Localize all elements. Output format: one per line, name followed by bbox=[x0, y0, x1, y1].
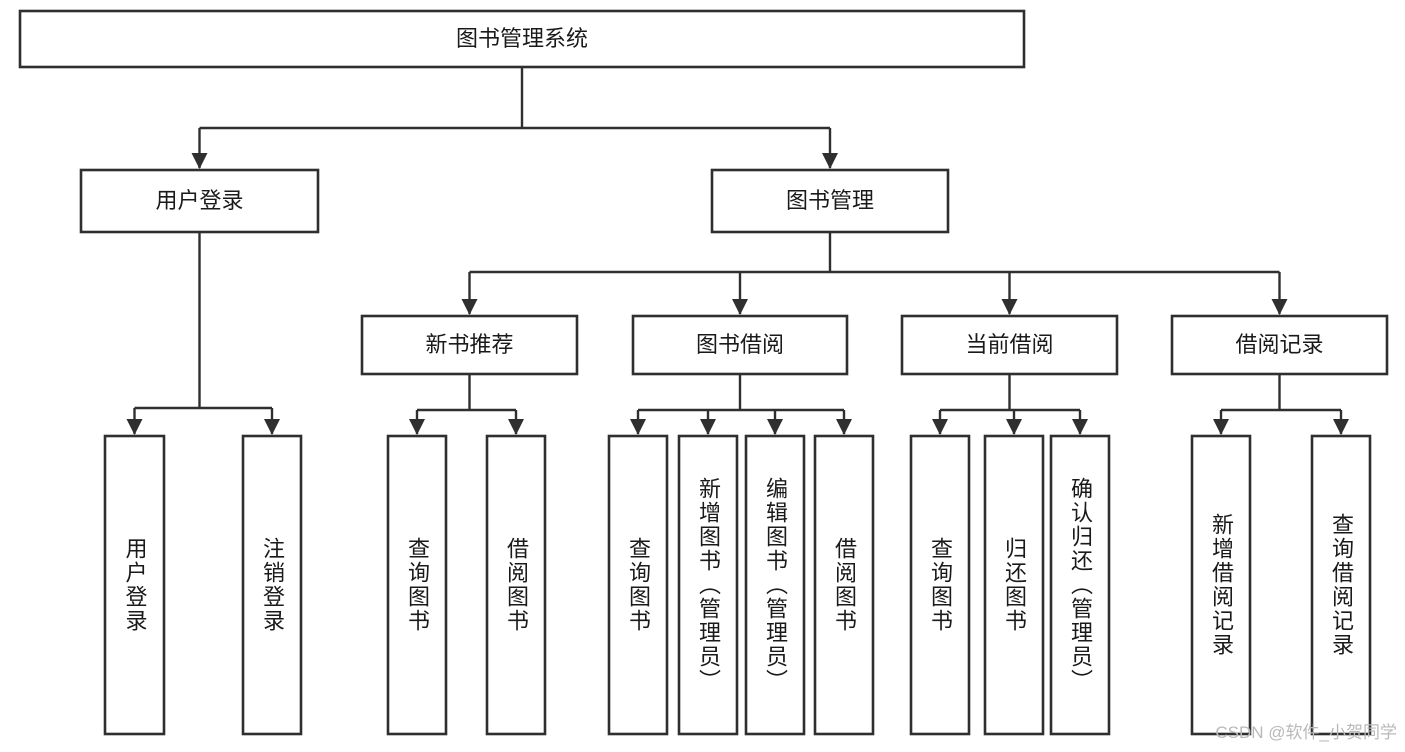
arrow-head-book-borrow-0 bbox=[630, 419, 646, 435]
arrow-head-book-manage-3 bbox=[1271, 299, 1288, 315]
arrow-head-user-login-1 bbox=[264, 419, 280, 435]
arrow-head-new-book-rec-1 bbox=[508, 419, 524, 435]
node-root-图书管理系统[interactable]: 图书管理系统 bbox=[18, 9, 1026, 69]
watermark-text: CSDN @软件_小贺同学 bbox=[1215, 723, 1397, 742]
arrow-head-user-login-0 bbox=[126, 419, 143, 435]
arrow-head-current-borrow-0 bbox=[932, 419, 948, 435]
node-leaf-add-borrow-record[interactable] bbox=[1190, 434, 1252, 736]
node-leaf-confirm-return[interactable] bbox=[1049, 434, 1111, 736]
arrow-head-root-0 bbox=[191, 153, 208, 169]
node-label-user-login: 用户登录 bbox=[155, 188, 243, 213]
node-book-manage[interactable]: 图书管理 bbox=[710, 168, 950, 234]
arrow-head-borrow-record-0 bbox=[1213, 419, 1229, 435]
node-label-current-borrow: 当前借阅 bbox=[965, 332, 1053, 357]
node-borrow-record[interactable]: 借阅记录 bbox=[1170, 314, 1389, 376]
node-leaf-query-book-rec[interactable] bbox=[386, 434, 448, 736]
node-leaf-borrow-book-bb[interactable] bbox=[813, 434, 875, 736]
node-leaf-user-logout[interactable] bbox=[241, 434, 303, 736]
arrow-head-book-borrow-3 bbox=[836, 419, 852, 435]
node-leaf-user-login[interactable] bbox=[103, 434, 166, 736]
node-leaf-query-book-cb[interactable] bbox=[909, 434, 971, 736]
arrow-head-root-1 bbox=[822, 153, 838, 169]
node-new-book-rec[interactable]: 新书推荐 bbox=[360, 314, 579, 376]
node-book-borrow[interactable]: 图书借阅 bbox=[631, 314, 849, 376]
arrow-head-book-borrow-1 bbox=[700, 419, 716, 435]
connectors-layer bbox=[126, 67, 1349, 435]
node-label-book-borrow: 图书借阅 bbox=[696, 332, 784, 357]
node-leaf-edit-book-admin[interactable] bbox=[744, 434, 806, 736]
node-leaf-query-borrow-record[interactable] bbox=[1310, 434, 1372, 736]
arrow-head-borrow-record-1 bbox=[1333, 419, 1349, 435]
arrow-head-book-manage-2 bbox=[1001, 299, 1018, 315]
arrow-head-book-borrow-2 bbox=[767, 419, 783, 435]
arrow-head-current-borrow-1 bbox=[1006, 419, 1022, 435]
arrow-head-new-book-rec-0 bbox=[409, 419, 425, 435]
node-label-book-manage: 图书管理 bbox=[786, 188, 874, 213]
arrow-head-book-manage-0 bbox=[461, 299, 478, 315]
node-leaf-add-book-admin[interactable] bbox=[677, 434, 739, 736]
node-leaf-borrow-book-rec[interactable] bbox=[485, 434, 547, 736]
node-label-new-book-rec: 新书推荐 bbox=[425, 332, 513, 357]
node-user-login[interactable]: 用户登录 bbox=[79, 168, 320, 234]
node-label-root: 图书管理系统 bbox=[456, 26, 588, 51]
node-leaf-return-book[interactable] bbox=[983, 434, 1045, 736]
node-leaf-query-book-bb[interactable] bbox=[607, 434, 669, 736]
node-label-borrow-record: 借阅记录 bbox=[1235, 332, 1323, 357]
arrow-head-book-manage-1 bbox=[732, 299, 748, 315]
node-current-borrow[interactable]: 当前借阅 bbox=[900, 314, 1119, 376]
arrow-head-current-borrow-2 bbox=[1072, 419, 1088, 435]
